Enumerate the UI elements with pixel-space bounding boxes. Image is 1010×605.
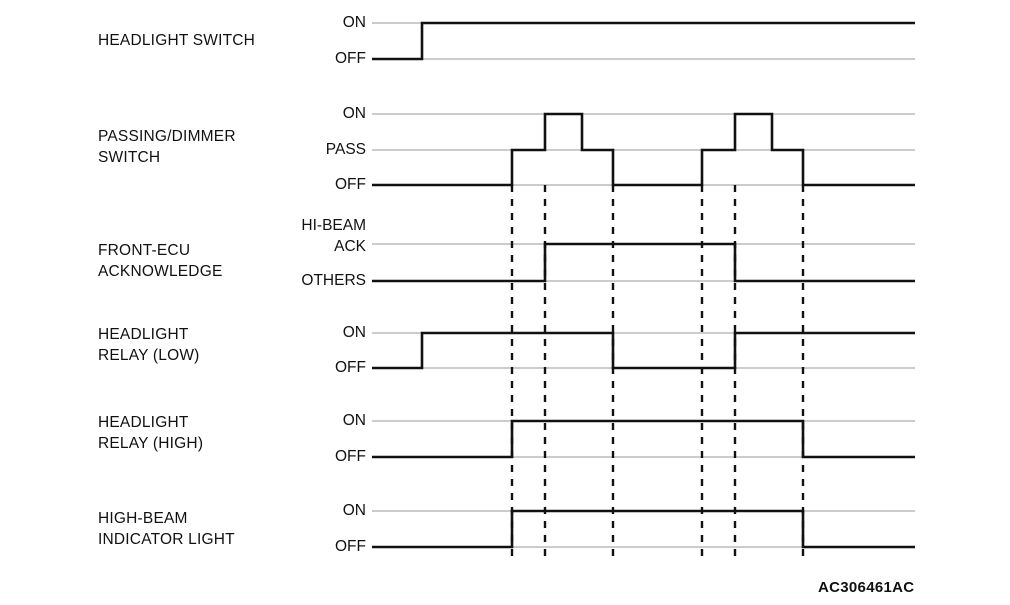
waveform-headlight-relay-low- (372, 331, 915, 370)
level-label-passing-dimmer-off: OFF (335, 176, 366, 193)
level-label-indicator-off: OFF (335, 538, 366, 555)
signal-label-passing-dimmer-switch: PASSING/DIMMER SWITCH (98, 128, 236, 166)
level-label-relay-low-on: ON (342, 324, 366, 341)
level-label-passing-dimmer-pass: PASS (325, 141, 366, 158)
waveform-front-ecu-acknowledge (372, 242, 915, 283)
level-label-headlight-switch-on: ON (342, 14, 366, 31)
level-label-headlight-switch-off: OFF (335, 50, 366, 67)
level-label-relay-high-off: OFF (335, 448, 366, 465)
signal-label-front-ecu-acknowledge: FRONT-ECU ACKNOWLEDGE (98, 242, 223, 280)
figure-caption: AC306461AC (818, 579, 915, 596)
waveform-passing-dimmer-switch (372, 112, 915, 187)
level-label-front-ecu-hi-beam-ack: HI-BEAM ACK (301, 217, 366, 255)
waveform-headlight-switch (372, 21, 915, 61)
level-label-passing-dimmer-on: ON (342, 105, 366, 122)
waveform-headlight-relay-high- (372, 419, 915, 459)
level-label-indicator-on: ON (342, 502, 366, 519)
signal-label-headlight-relay-high: HEADLIGHT RELAY (HIGH) (98, 414, 204, 452)
level-label-front-ecu-others: OTHERS (301, 272, 366, 289)
level-label-relay-low-off: OFF (335, 359, 366, 376)
signal-label-headlight-relay-low: HEADLIGHT RELAY (LOW) (98, 326, 200, 364)
event-marker-group (510, 185, 805, 558)
waveform-group (372, 21, 915, 549)
signal-label-high-beam-indicator-light: HIGH-BEAM INDICATOR LIGHT (98, 510, 235, 548)
signal-label-headlight-switch: HEADLIGHT SWITCH (98, 32, 256, 49)
level-label-relay-high-on: ON (342, 412, 366, 429)
waveform-high-beam-indicator-light (372, 509, 915, 549)
gridline-group (372, 22, 915, 548)
